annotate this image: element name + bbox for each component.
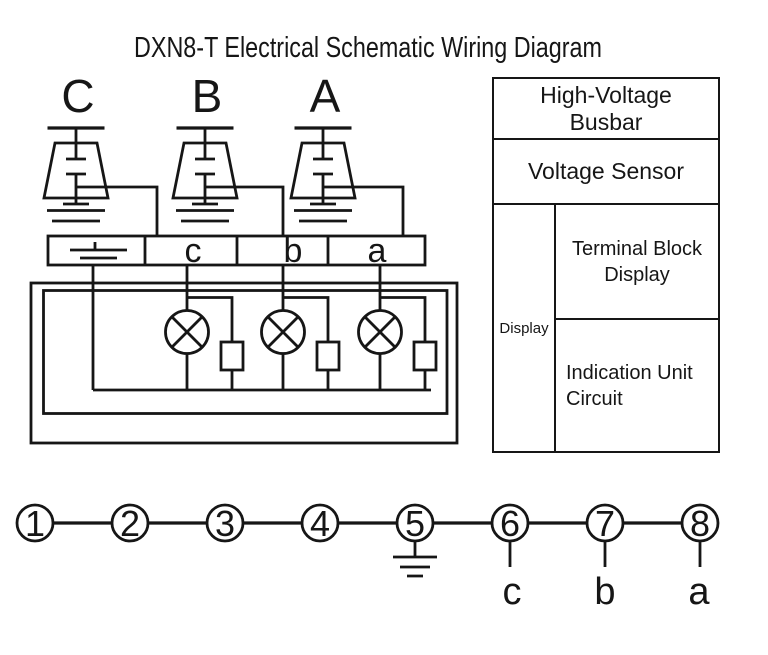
ground-icon	[47, 209, 105, 223]
lamp-icon	[164, 309, 210, 355]
resistor-symbol	[315, 340, 341, 372]
wire	[281, 265, 330, 390]
terminal-2	[110, 503, 150, 543]
legend-text: Voltage Sensor	[527, 158, 684, 184]
resistor-symbol	[219, 340, 245, 372]
legend-cell-display: Display	[494, 205, 556, 451]
wire-label-b: b	[594, 571, 615, 613]
capacitor-divider-icon	[63, 128, 89, 206]
lamp-cross	[266, 315, 300, 349]
legend-text: Display	[604, 263, 670, 286]
sensor-body	[289, 141, 357, 200]
wire-label-a: a	[688, 571, 710, 613]
terminal-number: 4	[310, 503, 330, 544]
terminal-number: 5	[405, 503, 425, 544]
earth-ground-icon	[393, 541, 437, 578]
terminal-number: 3	[215, 503, 235, 544]
terminal-number: 8	[690, 503, 710, 544]
terminal-3	[205, 503, 245, 543]
terminal-number: 7	[595, 503, 615, 544]
ground-icon	[176, 209, 234, 223]
legend-text: Circuit	[566, 387, 623, 410]
legend-cell-voltage-sensor: Voltage Sensor	[494, 140, 718, 205]
indicator-unit-c	[164, 265, 245, 390]
terminal-row: 1 2 3 4 5 6 7 8 c b a	[15, 503, 720, 613]
capacitor-divider-icon	[310, 128, 336, 206]
capacitor-divider-icon	[192, 128, 218, 206]
terminal-number: 2	[120, 503, 140, 544]
sensor-body	[171, 141, 239, 200]
legend-cell-terminal-block-display: Terminal Block Display	[556, 205, 718, 320]
lamp-cross	[363, 315, 397, 349]
indicator-unit-a	[357, 265, 438, 390]
terminal-4	[300, 503, 340, 543]
earth-ground-icon	[70, 242, 127, 260]
phase-label-b: B	[192, 70, 223, 122]
legend-text: Terminal Block	[571, 237, 703, 260]
terminal-number: 1	[25, 503, 45, 544]
legend-text: Indication Unit	[566, 361, 693, 384]
enclosure-outer	[29, 281, 459, 445]
legend-text: High-Voltage	[540, 81, 672, 108]
terminal-label-a: a	[368, 232, 387, 270]
terminal-label-c: c	[185, 232, 202, 270]
phase-label-c: C	[61, 70, 94, 122]
ground-icon	[294, 209, 352, 223]
legend-display-details: Terminal Block Display Indication Unit C…	[556, 205, 718, 451]
sensor-body	[42, 141, 110, 200]
legend-table: High-Voltage Busbar Voltage Sensor Displ…	[492, 77, 720, 453]
diagram-title: DXN8-T Electrical Schematic Wiring Diagr…	[134, 32, 602, 64]
terminal-label-b: b	[284, 232, 303, 270]
voltage-sensor-c: C	[42, 70, 159, 236]
indication-circuit-box	[29, 265, 459, 445]
terminal-1	[15, 503, 55, 543]
enclosure-inner	[42, 289, 449, 415]
legend-row-display: Display Terminal Block Display Indicatio…	[494, 205, 718, 451]
lamp-icon	[357, 309, 403, 355]
wire	[185, 265, 234, 390]
terminal-block-dividers	[143, 236, 330, 265]
phase-label-a: A	[310, 70, 341, 122]
voltage-sensor-b: B	[171, 70, 285, 236]
sensor-tap-wire	[205, 185, 285, 236]
legend-cell-busbar: High-Voltage Busbar	[494, 79, 718, 140]
resistor-symbol	[412, 340, 438, 372]
lamp-icon	[260, 309, 306, 355]
indicator-unit-b	[260, 265, 341, 390]
legend-text: Display	[499, 319, 549, 337]
voltage-sensor-a: A	[289, 70, 405, 236]
sensor-tap-wire	[323, 185, 405, 236]
wire-label-c: c	[503, 571, 522, 613]
wire	[378, 265, 427, 390]
terminal-number: 6	[500, 503, 520, 544]
terminal-block: c b a	[46, 232, 427, 270]
lamp-cross	[170, 315, 204, 349]
legend-cell-indication-unit: Indication Unit Circuit	[556, 320, 718, 451]
sensor-tap-wire	[76, 185, 159, 236]
legend-text: Busbar	[569, 108, 643, 135]
